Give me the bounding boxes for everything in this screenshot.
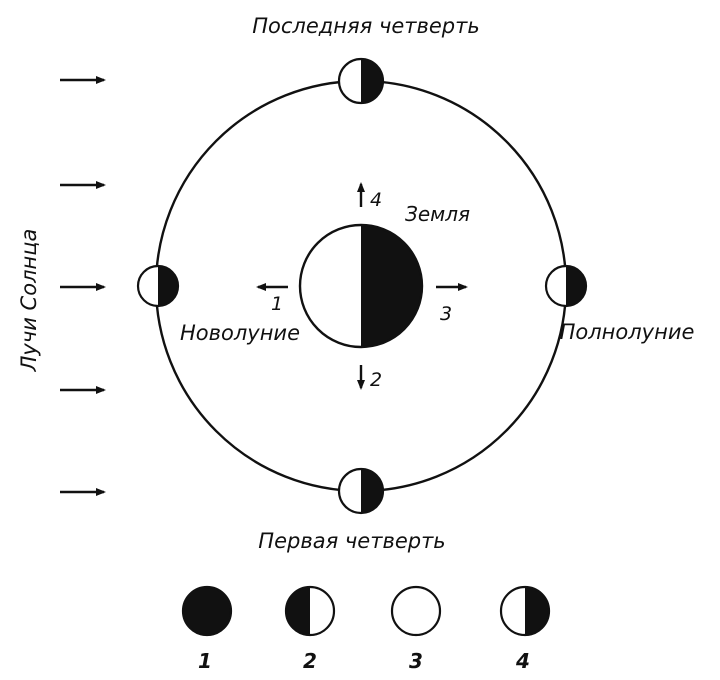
moon-new-moon-position xyxy=(136,264,180,308)
earth-label: Земля xyxy=(405,202,470,226)
phase-icon-first-quarter xyxy=(284,585,336,637)
phase-icon-new-moon xyxy=(181,585,233,637)
first-quarter-label: Первая четверть xyxy=(258,529,445,553)
phase-legend: 1 2 3 4 xyxy=(181,585,551,673)
direction-label-up: 4 xyxy=(370,189,382,211)
phase-icon-full-moon xyxy=(390,585,442,637)
direction-label-left: 1 xyxy=(271,293,283,315)
full-moon-label: Полнолуние xyxy=(560,320,695,344)
phase-number-label: 2 xyxy=(303,649,317,673)
direction-arrows xyxy=(256,182,468,390)
sun-rays-label: Лучи Солнца xyxy=(17,229,41,373)
phase-number-label: 1 xyxy=(198,649,212,673)
direction-label-right: 3 xyxy=(440,303,452,325)
sun-ray-arrows xyxy=(60,76,106,496)
phase-number-label: 4 xyxy=(515,649,530,673)
moon-full-moon-position xyxy=(544,264,588,308)
direction-label-down: 2 xyxy=(370,369,382,391)
phase-number-label: 3 xyxy=(409,649,423,673)
moon-first-quarter-position xyxy=(337,467,385,515)
earth xyxy=(298,223,424,349)
new-moon-label: Новолуние xyxy=(180,321,300,345)
last-quarter-label: Последняя четверть xyxy=(252,14,480,38)
phase-icon-last-quarter xyxy=(499,585,551,637)
moon-last-quarter-position xyxy=(337,57,385,105)
